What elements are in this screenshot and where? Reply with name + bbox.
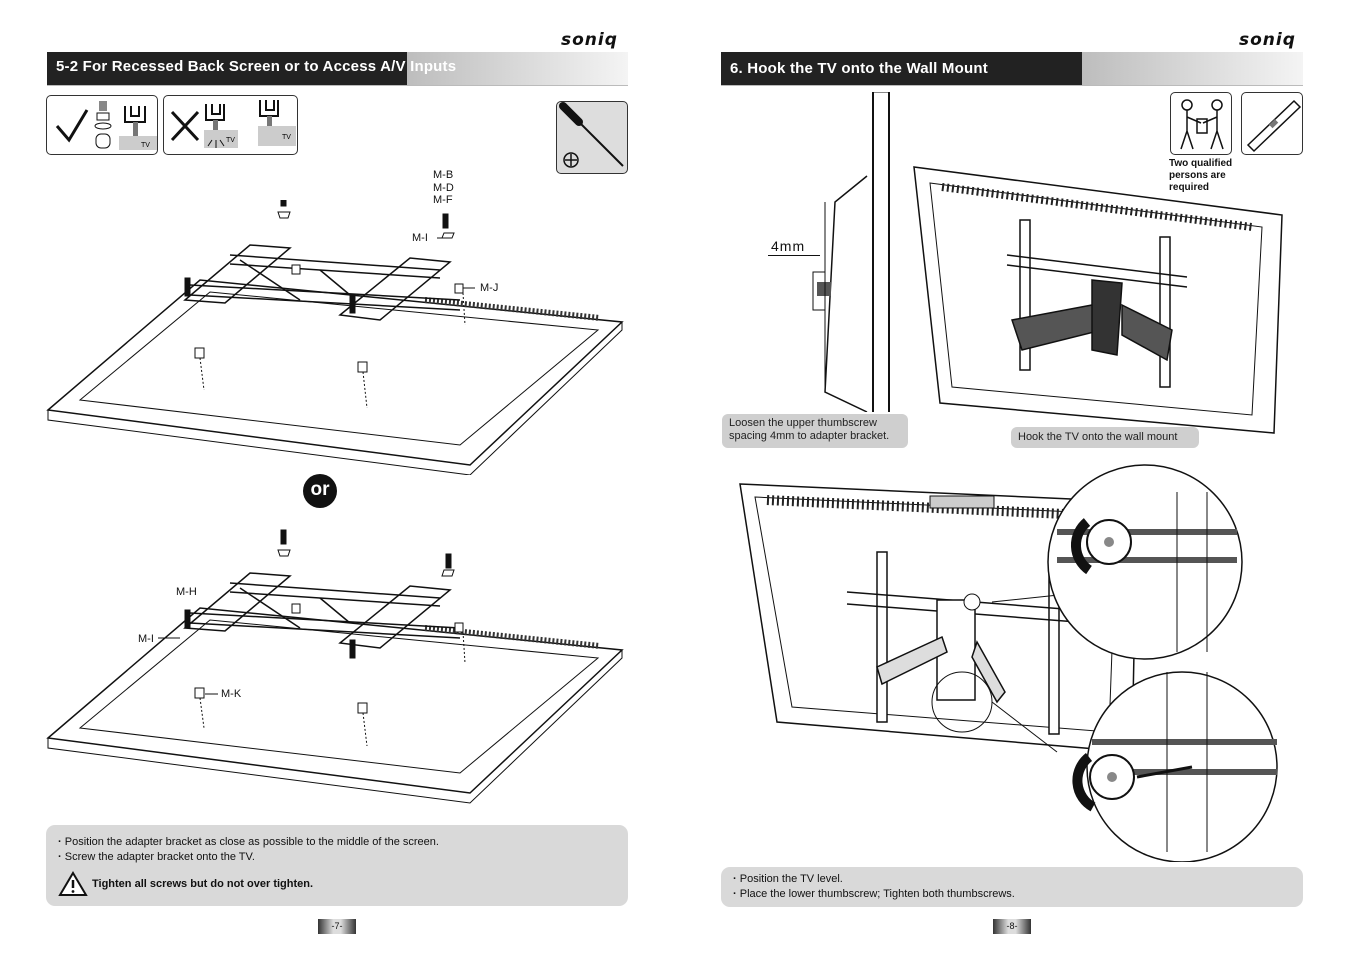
screws-bottom	[184, 529, 464, 714]
level-box	[1241, 92, 1303, 155]
spirit-level-icon	[1246, 99, 1302, 153]
tv-back-diagram-top	[46, 200, 624, 475]
section-header: 5-2 For Recessed Back Screen or to Acces…	[47, 52, 628, 86]
callout-m-b: M-B	[433, 169, 454, 181]
persons-box	[1170, 92, 1232, 155]
tv-wall-mount-diagram	[913, 166, 1283, 434]
svg-text:TV: TV	[141, 142, 150, 149]
note-line: Screw the adapter bracket onto the TV.	[58, 850, 616, 865]
magnified-view-upper	[1047, 464, 1243, 660]
cross-icon	[170, 110, 200, 142]
tool-box	[556, 101, 628, 174]
callout-m-i-bottom: M-I	[138, 633, 154, 645]
two-persons-icon	[1180, 99, 1224, 150]
adapter-bracket	[183, 244, 461, 321]
left-page: soniq 5-2 For Recessed Back Screen or to…	[0, 0, 675, 954]
instruction-note: Position the TV level. Place the lower t…	[721, 867, 1303, 907]
callout-m-d: M-D	[433, 182, 454, 194]
wrong-install-box: TV TV	[163, 95, 298, 155]
screwdriver-icon	[559, 102, 624, 167]
correct-install-box: TV	[46, 95, 158, 155]
note-line: Position the adapter bracket as close as…	[58, 835, 616, 850]
section-header: 6. Hook the TV onto the Wall Mount	[721, 52, 1303, 86]
tv-back-diagram-bottom	[46, 529, 624, 804]
warning-row: Tighten all screws but do not over tight…	[58, 871, 616, 897]
persons-label: Two qualified persons are required	[1169, 158, 1233, 193]
bracket-on-tv-icon: TV	[119, 106, 157, 150]
caption-hook: Hook the TV onto the wall mount	[1011, 427, 1199, 448]
svg-text:TV: TV	[282, 134, 291, 141]
dimension-line	[768, 255, 820, 256]
callout-m-f: M-F	[433, 194, 453, 206]
warning-text: Tighten all screws but do not over tight…	[92, 878, 314, 890]
note-line: Position the TV level.	[733, 872, 1291, 887]
page-number: -7-	[318, 919, 356, 934]
warning-icon	[58, 871, 88, 896]
brand-logo: soniq	[561, 30, 618, 50]
instruction-note: Position the adapter bracket as close as…	[46, 825, 628, 906]
level-on-tv	[929, 495, 995, 509]
callout-m-h: M-H	[176, 586, 197, 598]
or-badge: or	[303, 474, 337, 508]
caption-loosen: Loosen the upper thumbscrew spacing 4mm …	[722, 414, 908, 448]
brand-logo: soniq	[1239, 30, 1296, 50]
screw-spacer-icon	[94, 101, 112, 149]
callout-m-j: M-J	[480, 282, 499, 294]
callout-m-k: M-K	[221, 688, 242, 700]
spacing-label: 4mm	[771, 238, 806, 254]
magnified-view-lower	[1072, 671, 1278, 862]
page-number: -8-	[993, 919, 1031, 934]
wall-mount	[1006, 219, 1188, 388]
section-title: 5-2 For Recessed Back Screen or to Acces…	[56, 58, 457, 75]
thumbscrew-detail-diagram	[739, 464, 1278, 862]
phillips-head-icon	[563, 152, 579, 168]
tv-side-profile	[812, 92, 890, 412]
screws-top	[184, 200, 464, 373]
right-page: soniq 6. Hook the TV onto the Wall Mount…	[675, 0, 1350, 954]
adapter-bracket	[183, 572, 461, 649]
svg-text:TV: TV	[226, 137, 235, 144]
loose-screw-icon: TV	[258, 100, 296, 146]
note-line: Place the lower thumbscrew; Tighten both…	[733, 887, 1291, 902]
overtight-screw-icon: TV	[204, 104, 238, 148]
checkmark-icon	[55, 109, 89, 143]
section-title: 6. Hook the TV onto the Wall Mount	[730, 60, 988, 77]
callout-m-i: M-I	[412, 232, 428, 244]
